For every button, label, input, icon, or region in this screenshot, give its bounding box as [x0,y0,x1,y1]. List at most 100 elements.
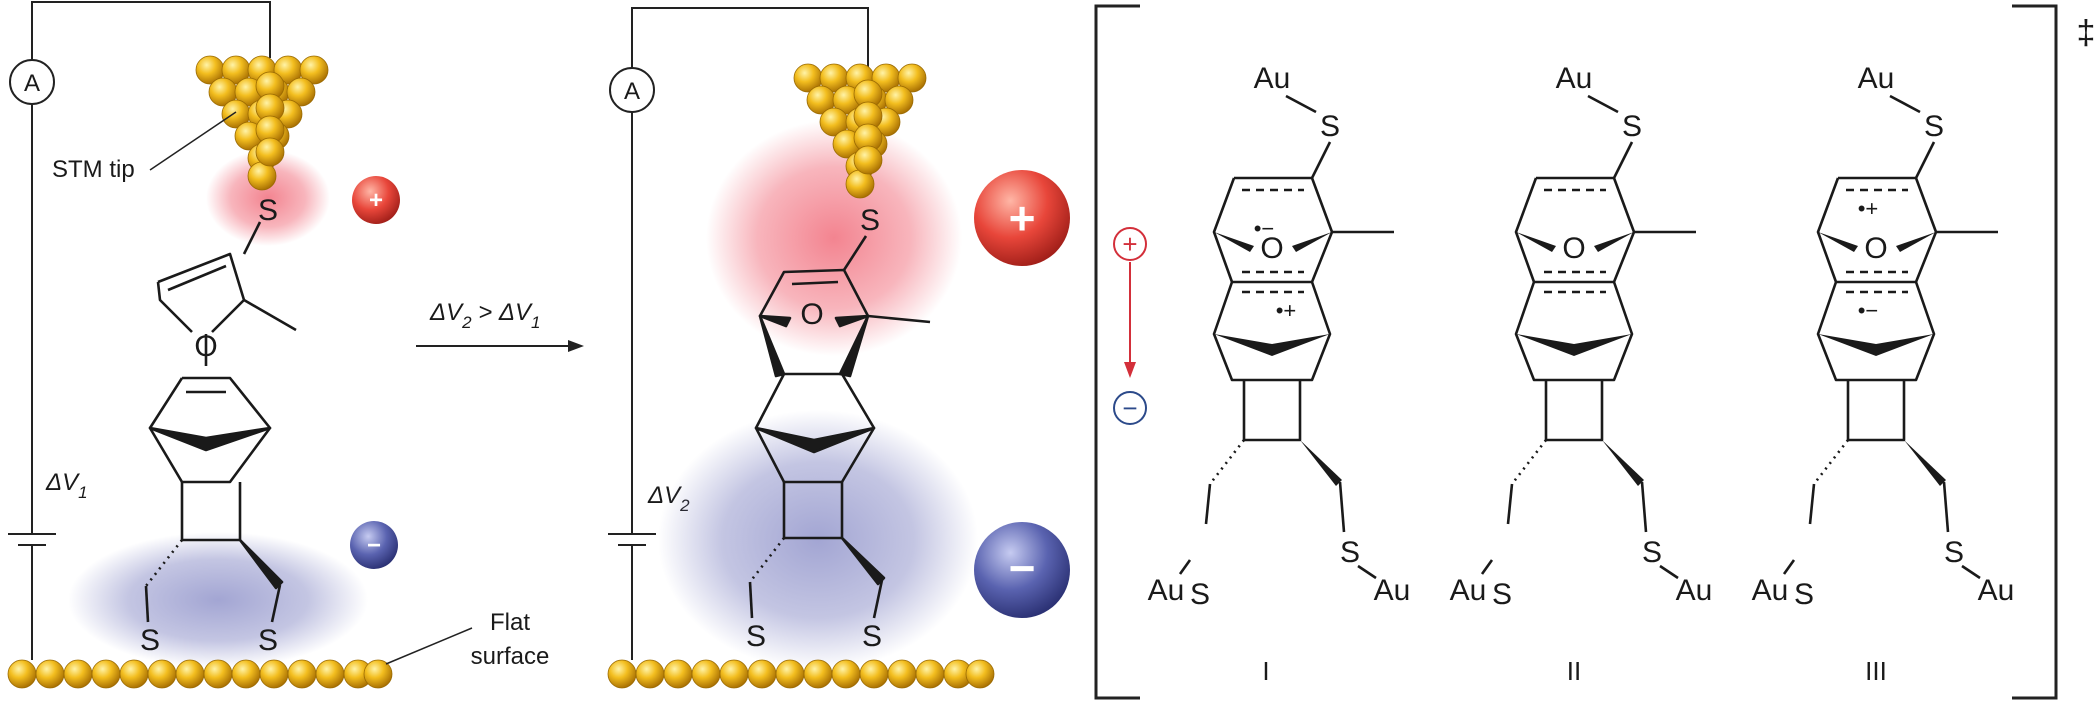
bond-ch2-s-right [1640,481,1648,533]
atom-s-top: S [1924,110,1944,143]
au-bottom-right: Au [1978,574,2015,607]
atom-s-left: S [1794,578,1814,611]
au-top: Au [1556,62,1593,95]
negative-charge-ball [350,521,398,569]
bond-ch2-s-right [1942,481,1950,533]
transition-state-dagger: ‡ [2077,14,2096,52]
bond-s-ring [1612,141,1634,179]
bond-s-au-left [1782,559,1796,575]
bond-ch2-s-left [1204,483,1212,525]
positive-charge-ball [352,176,400,224]
skeleton-structure-I [1178,94,1394,580]
negative-charge-sign: − [1009,542,1036,594]
bond-s-au-right [1659,564,1679,580]
positive-charge-sign: + [1009,192,1036,244]
furan-molecule [144,221,297,623]
bond-s-ring [1310,141,1332,179]
radical-top: •+ [1858,196,1879,221]
circuit-wire [608,7,869,660]
au-top: Au [1858,62,1895,95]
structure-III: Au S O S S Au Au •+ •− III [1752,62,2015,686]
cyclobutane [1544,380,1604,442]
atom-s-right: S [1340,536,1360,569]
atom-s-top: S [258,194,278,227]
right-bracket [2012,4,2058,700]
atom-s-left: S [140,624,160,657]
atom-s-left: S [1492,578,1512,611]
ammeter-label: A [24,70,40,97]
bond-au-s [1889,94,1921,114]
bridge-wedge-middle [1516,334,1632,356]
atom-o-ring: O [1864,232,1887,265]
atom-o-ring: O [194,330,217,363]
bond-ch2-s-left [1808,483,1816,525]
stm-tip-label: STM tip [52,156,135,183]
transition-arrow: ΔV2 > ΔV1 [416,299,584,352]
hashed-bond [1510,439,1548,485]
positive-charge-sign: + [369,187,383,214]
bridge-wedge-left [1516,232,1556,252]
hashed-bond [1208,439,1246,485]
bond-s-au-right [1961,564,1981,580]
positive-charge-cloud [206,150,330,246]
bond-ch2-s-left [1506,483,1514,525]
bond-au-s [1285,94,1317,114]
bridge-wedge-left [1214,232,1254,252]
atom-s-left: S [746,620,766,653]
panel-right: ‡ + − Au S O S S Au Au •− •+ I Au S O [1094,4,2096,700]
structure-II: Au S O S S Au Au II [1450,62,1713,686]
middle-ring [1816,281,1936,382]
cyclobutane [1846,380,1906,442]
positive-charge-ball [974,170,1070,266]
au-bottom-right: Au [1374,574,1411,607]
bridge-wedge-right [1594,232,1634,252]
atom-o-ring: O [800,298,823,331]
upper-ring [1816,176,1938,284]
bridge-wedge-right [1896,232,1936,252]
oxabicyclic-molecule [748,235,931,619]
circuit-wire [8,1,271,660]
gold-surface [7,659,393,689]
transition-label: ΔV2 > ΔV1 [429,299,541,332]
polarity-indicator: + − [1113,227,1147,425]
bridge-wedge-middle [1818,334,1934,356]
negative-charge-ball [974,522,1070,618]
bond-s-au-right [1357,564,1377,580]
au-bottom-right: Au [1676,574,1713,607]
tip-pointer-line [149,111,237,171]
negative-charge-sign: − [367,532,381,559]
au-top: Au [1254,62,1291,95]
ammeter [609,67,655,113]
atom-s-right: S [862,620,882,653]
ammeter-label: A [624,78,640,105]
atom-s-top: S [1622,110,1642,143]
negative-charge-cloud [658,410,978,670]
structure-I: Au S O S S Au Au •− •+ I [1148,62,1411,686]
middle-ring [1514,281,1634,382]
structure-numeral: II [1567,656,1581,686]
surface-pointer-line [385,627,473,665]
left-bracket [1094,4,1140,700]
polarity-minus: − [1122,393,1137,423]
surface-label-line2: surface [471,643,550,670]
negative-charge-cloud [68,532,368,668]
bond-ch2-s-right [1338,481,1346,533]
panel-left: A ΔV1 STM tip + − [7,1,550,689]
ammeter [9,59,55,105]
bridge-wedge-left [1818,232,1858,252]
polarity-plus: + [1122,229,1137,259]
atom-s-top: S [860,204,880,237]
atom-s-right: S [1642,536,1662,569]
surface-label-line1: Flat [490,609,530,636]
voltage-label: ΔV1 [45,469,88,502]
bond-au-s [1587,94,1619,114]
bond-s-au-left [1178,559,1192,575]
bridge-wedge-right [1292,232,1332,252]
au-bottom-left: Au [1148,574,1185,607]
skeleton-structure-III [1782,94,1998,580]
bond-s-au-left [1480,559,1494,575]
bridge-wedge-middle [1214,334,1330,356]
atom-s-right: S [1944,536,1964,569]
radical-top: •− [1254,216,1275,241]
